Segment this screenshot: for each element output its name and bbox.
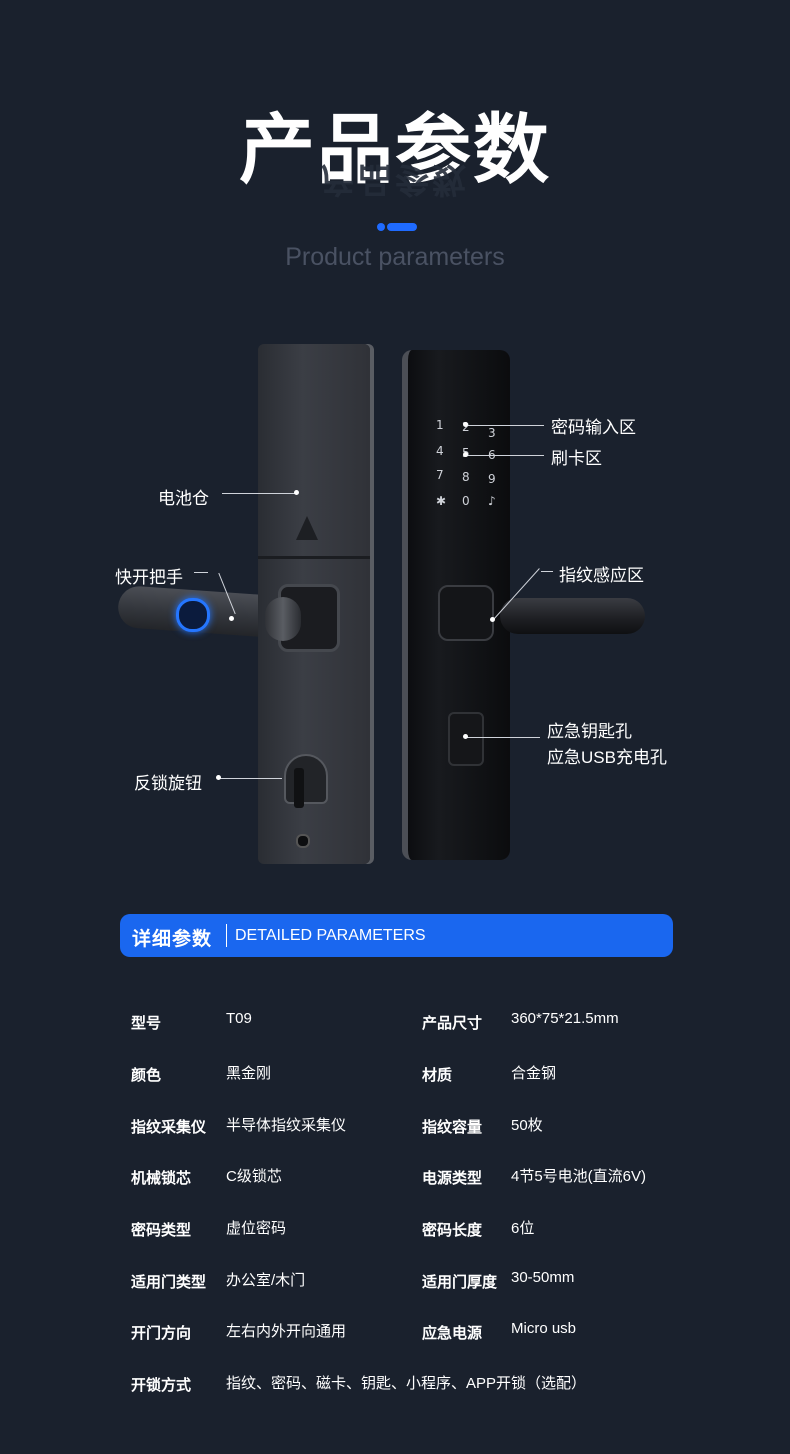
callout-leader <box>466 737 540 738</box>
spec-row: 开锁方式 指纹、密码、磁卡、钥匙、小程序、APP开锁（选配） <box>0 1362 790 1402</box>
keypad-key: ✱ <box>436 494 447 508</box>
keypad-key: ♪ <box>488 494 496 508</box>
spec-row: 颜色 黑金刚 材质 合金钢 <box>0 1052 790 1092</box>
spec-value: 4节5号电池(直流6V) <box>511 1168 647 1185</box>
callout-card-area: 刷卡区 <box>551 449 602 468</box>
callout-battery: 电池仓 <box>158 489 209 508</box>
keypad: 1 2 3 4 5 6 7 8 9 ✱ 0 ♪ <box>432 418 502 514</box>
keypad-key: 7 <box>436 468 444 482</box>
spec-label: 指纹容量 <box>422 1119 483 1136</box>
spec-value: 左右内外开向通用 <box>226 1323 347 1340</box>
spec-label: 材质 <box>422 1067 453 1084</box>
spec-value: 360*75*21.5mm <box>511 1010 619 1027</box>
spec-label: 电源类型 <box>422 1170 483 1187</box>
spec-label: 型号 <box>131 1015 162 1032</box>
callout-fingerprint: 指纹感应区 <box>559 566 644 585</box>
spec-value: Micro usb <box>511 1320 577 1337</box>
banner-title-en: DETAILED PARAMETERS <box>235 927 426 944</box>
spec-value: C级锁芯 <box>226 1168 282 1185</box>
callout-dot <box>490 617 495 622</box>
spec-value: 6位 <box>511 1220 535 1237</box>
callout-leader <box>541 571 553 572</box>
spec-value: 合金钢 <box>511 1065 557 1082</box>
spec-row: 密码类型 虚位密码 密码长度 6位 <box>0 1207 790 1247</box>
fingerprint-sensor-icon <box>176 598 210 632</box>
callout-leader <box>466 455 544 456</box>
spec-label: 密码长度 <box>422 1222 483 1239</box>
lock-front-panel: 1 2 3 4 5 6 7 8 9 ✱ 0 ♪ <box>402 350 510 860</box>
spec-label: 开门方向 <box>131 1325 192 1342</box>
front-handle <box>500 598 645 634</box>
spec-label: 开锁方式 <box>131 1377 192 1394</box>
spec-label: 指纹采集仪 <box>131 1119 207 1136</box>
spec-row: 指纹采集仪 半导体指纹采集仪 指纹容量 50枚 <box>0 1104 790 1144</box>
keypad-key: 9 <box>488 472 496 486</box>
callout-emergency-usb: 应急USB充电孔 <box>547 748 667 767</box>
spec-label: 应急电源 <box>422 1325 483 1342</box>
callout-leader <box>466 425 544 426</box>
spec-value: T09 <box>226 1010 252 1027</box>
spec-row: 型号 T09 产品尺寸 360*75*21.5mm <box>0 1000 790 1040</box>
page-title: 产品参数 <box>239 108 551 193</box>
spec-label: 产品尺寸 <box>422 1015 483 1032</box>
page-title-reflection: 产品参数 <box>321 160 469 198</box>
keypad-key: 8 <box>462 470 470 484</box>
callout-dot <box>216 775 221 780</box>
spec-label: 适用门厚度 <box>422 1274 498 1291</box>
spec-value: 黑金刚 <box>226 1065 272 1082</box>
spec-row: 开门方向 左右内外开向通用 应急电源 Micro usb <box>0 1310 790 1350</box>
callout-dot <box>229 616 234 621</box>
divider-dot <box>377 223 385 231</box>
spec-label: 机械锁芯 <box>131 1170 192 1187</box>
spec-label: 颜色 <box>131 1067 162 1084</box>
anti-lock-knob-grip <box>294 768 304 808</box>
keypad-key: 1 <box>436 418 444 432</box>
spec-value: 虚位密码 <box>226 1220 287 1237</box>
spec-row: 机械锁芯 C级锁芯 电源类型 4节5号电池(直流6V) <box>0 1155 790 1195</box>
spec-value: 50枚 <box>511 1117 543 1134</box>
callout-dot <box>463 452 468 457</box>
front-handle-mount <box>438 585 494 641</box>
spec-value: 30-50mm <box>511 1269 575 1286</box>
keypad-key: 3 <box>488 426 496 440</box>
spec-label: 密码类型 <box>131 1222 192 1239</box>
detailed-parameters-banner: 详细参数 DETAILED PARAMETERS <box>120 914 673 957</box>
title-divider <box>377 223 417 231</box>
quick-release-knob <box>265 597 301 641</box>
spec-value: 指纹、密码、磁卡、钥匙、小程序、APP开锁（选配） <box>226 1375 587 1392</box>
keypad-key: 0 <box>462 494 470 508</box>
emergency-port-cover <box>448 712 484 766</box>
keypad-key: 4 <box>436 444 444 458</box>
callout-password-area: 密码输入区 <box>551 418 636 437</box>
divider-line <box>387 223 417 231</box>
callout-leader <box>194 572 208 573</box>
banner-title-cn: 详细参数 <box>132 929 213 950</box>
lock-back-panel <box>258 344 370 864</box>
spec-value: 半导体指纹采集仪 <box>226 1117 347 1134</box>
keypad-key: 2 <box>462 420 470 434</box>
page-subtitle: Product parameters <box>285 243 505 271</box>
callout-leader <box>222 493 296 494</box>
callout-anti-lock-knob: 反锁旋钮 <box>134 774 202 793</box>
spec-label: 适用门类型 <box>131 1274 207 1291</box>
battery-cover-arrow-icon <box>296 516 318 540</box>
callout-leader <box>220 778 282 779</box>
battery-cover-seam <box>258 556 370 559</box>
smart-lock-illustration: 1 2 3 4 5 6 7 8 9 ✱ 0 ♪ <box>100 330 700 890</box>
spec-row: 适用门类型 办公室/木门 适用门厚度 30-50mm <box>0 1259 790 1299</box>
banner-separator <box>226 924 227 947</box>
callout-quick-handle: 快开把手 <box>115 568 183 587</box>
spec-value: 办公室/木门 <box>226 1272 306 1289</box>
callout-emergency-key: 应急钥匙孔 <box>547 722 632 741</box>
back-keyhole <box>296 834 310 848</box>
callout-dot <box>463 734 468 739</box>
callout-dot <box>463 422 468 427</box>
anti-lock-knob <box>284 754 328 804</box>
callout-dot <box>294 490 299 495</box>
